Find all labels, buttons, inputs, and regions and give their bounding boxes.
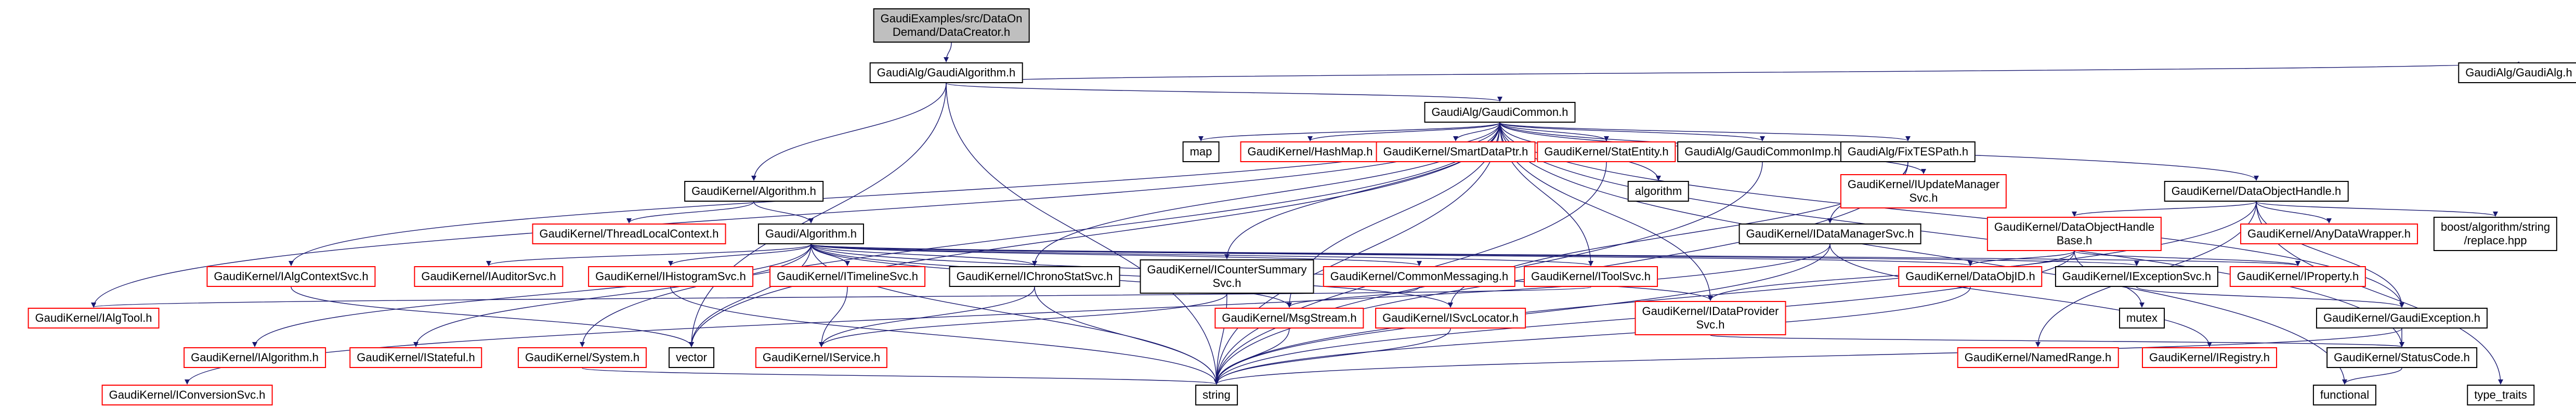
- graph-node-root[interactable]: GaudiExamples/src/DataOn Demand/DataCrea…: [873, 8, 1030, 43]
- graph-node-iexcsvc[interactable]: GaudiKernel/IExceptionSvc.h: [2055, 266, 2219, 287]
- graph-node-ichrono[interactable]: GaudiKernel/IChronoStatSvc.h: [949, 266, 1120, 287]
- graph-node-isvcloc[interactable]: GaudiKernel/ISvcLocator.h: [1375, 308, 1526, 329]
- graph-node-fixtespath[interactable]: GaudiAlg/FixTESPath.h: [1840, 141, 1976, 162]
- graph-node-icountersum[interactable]: GaudiKernel/ICounterSummary Svc.h: [1140, 259, 1314, 294]
- graph-node-galgorithm_h[interactable]: GaudiAlg/GaudiAlgorithm.h: [869, 62, 1023, 83]
- graph-node-itimeline[interactable]: GaudiKernel/ITimelineSvc.h: [769, 266, 925, 287]
- graph-node-functional[interactable]: functional: [2312, 385, 2377, 405]
- graph-node-dataobjid[interactable]: GaudiKernel/DataObjID.h: [1898, 266, 2043, 287]
- graph-node-kalgorithm[interactable]: GaudiKernel/Algorithm.h: [684, 181, 823, 202]
- graph-node-itoolsvc[interactable]: GaudiKernel/IToolSvc.h: [1524, 266, 1658, 287]
- graph-node-ihisto[interactable]: GaudiKernel/IHistogramSvc.h: [588, 266, 753, 287]
- graph-node-dobjhandle[interactable]: GaudiKernel/DataObjectHandle.h: [2164, 181, 2349, 202]
- graph-node-map[interactable]: map: [1182, 141, 1220, 162]
- edge-paths: [91, 42, 2521, 385]
- graph-node-iauditor[interactable]: GaudiKernel/IAuditorSvc.h: [414, 266, 564, 287]
- graph-node-algorithm[interactable]: algorithm: [1627, 181, 1690, 202]
- graph-node-typetraits[interactable]: type_traits: [2467, 385, 2534, 405]
- graph-node-threadlocal[interactable]: GaudiKernel/ThreadLocalContext.h: [532, 224, 726, 244]
- graph-node-istateful[interactable]: GaudiKernel/IStateful.h: [349, 347, 482, 368]
- graph-node-iproperty[interactable]: GaudiKernel/IProperty.h: [2229, 266, 2366, 287]
- graph-node-iconversion[interactable]: GaudiKernel/IConversionSvc.h: [101, 385, 273, 405]
- graph-node-galg_h[interactable]: GaudiAlg/GaudiAlg.h: [2458, 62, 2576, 83]
- graph-node-iupdatemgr[interactable]: GaudiKernel/IUpdateManager Svc.h: [1840, 174, 2007, 208]
- graph-node-ialgtool[interactable]: GaudiKernel/IAlgTool.h: [28, 308, 160, 329]
- graph-node-mutex[interactable]: mutex: [2119, 308, 2165, 329]
- graph-node-string[interactable]: string: [1195, 385, 1238, 405]
- graph-node-gcommonimp[interactable]: GaudiAlg/GaudiCommonImp.h: [1677, 141, 1848, 162]
- graph-node-idataprov[interactable]: GaudiKernel/IDataProvider Svc.h: [1634, 301, 1786, 335]
- graph-node-gcommon[interactable]: GaudiAlg/GaudiCommon.h: [1424, 102, 1576, 123]
- graph-node-vector[interactable]: vector: [669, 347, 714, 368]
- graph-node-hashmap[interactable]: GaudiKernel/HashMap.h: [1240, 141, 1380, 162]
- graph-node-ialgctx[interactable]: GaudiKernel/IAlgContextSvc.h: [206, 266, 376, 287]
- graph-node-dobjhandlebase[interactable]: GaudiKernel/DataObjectHandle Base.h: [1986, 217, 2162, 251]
- graph-node-msgstream[interactable]: GaudiKernel/MsgStream.h: [1214, 308, 1364, 329]
- graph-node-commonmsg[interactable]: GaudiKernel/CommonMessaging.h: [1323, 266, 1516, 287]
- graph-node-iregistry[interactable]: GaudiKernel/IRegistry.h: [2142, 347, 2277, 368]
- graph-node-idatamgr[interactable]: GaudiKernel/IDataManagerSvc.h: [1738, 224, 1921, 244]
- graph-node-statentity[interactable]: GaudiKernel/StatEntity.h: [1537, 141, 1676, 162]
- graph-node-galgo[interactable]: Gaudi/Algorithm.h: [757, 224, 865, 244]
- graph-node-ialgorithm[interactable]: GaudiKernel/IAlgorithm.h: [184, 347, 326, 368]
- graph-node-boostrep[interactable]: boost/algorithm/string /replace.hpp: [2433, 217, 2558, 251]
- graph-node-statuscode[interactable]: GaudiKernel/StatusCode.h: [2326, 347, 2477, 368]
- graph-node-anydata[interactable]: GaudiKernel/AnyDataWrapper.h: [2240, 224, 2418, 244]
- graph-node-iservice[interactable]: GaudiKernel/IService.h: [755, 347, 888, 368]
- graph-node-gexception[interactable]: GaudiKernel/GaudiException.h: [2316, 308, 2488, 329]
- graph-node-system[interactable]: GaudiKernel/System.h: [517, 347, 647, 368]
- graph-node-namedrange[interactable]: GaudiKernel/NamedRange.h: [1957, 347, 2119, 368]
- graph-node-smartdataptr[interactable]: GaudiKernel/SmartDataPtr.h: [1376, 141, 1536, 162]
